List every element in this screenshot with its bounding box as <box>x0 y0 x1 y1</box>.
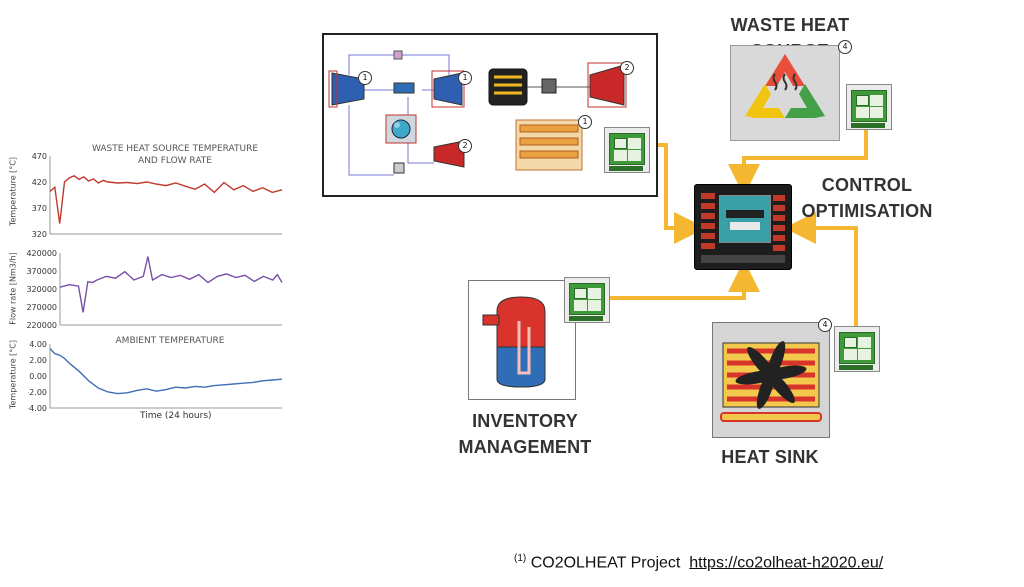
chart3-series-line <box>49 348 283 395</box>
heat-sink-box <box>712 322 830 438</box>
process-plc-icon <box>604 127 650 173</box>
chart3-xlabel: Time (24 hours) <box>140 411 212 421</box>
chart1-title-line2: AND FLOW RATE <box>138 156 212 166</box>
chart2-ytick: 370000 <box>26 267 57 276</box>
storage-tank-icon <box>482 296 546 388</box>
chart2-ytick: 270000 <box>26 303 57 312</box>
inventory-box <box>468 280 576 400</box>
badge-turbine: 2 <box>620 61 634 75</box>
badge-compressor-1: 1 <box>358 71 372 85</box>
inventory-plc-icon <box>564 277 610 323</box>
chart3-ytick: 0.00 <box>29 372 47 381</box>
heat-sink-plc-icon <box>834 326 880 372</box>
chart1-ytick: 420 <box>32 178 47 187</box>
chart3-title: AMBIENT TEMPERATURE <box>115 336 225 346</box>
footnote-marker: (1) <box>514 553 527 564</box>
chart2-ytick: 320000 <box>26 285 57 294</box>
control-panel-device <box>694 184 792 270</box>
chart1-ytick: 370 <box>32 204 47 213</box>
chart1-series-line <box>49 175 283 224</box>
footnote-link[interactable]: https://co2olheat-h2020.eu/ <box>689 554 884 572</box>
footnote-project: CO2OLHEAT Project <box>530 554 681 572</box>
waste-heat-source-box <box>730 45 840 141</box>
control-label-line1: CONTROL <box>821 175 913 195</box>
chart2-plot: 420000 370000 320000 270000 220000 <box>26 249 283 330</box>
inventory-label-line1: INVENTORY <box>472 411 578 431</box>
chart2-axis <box>59 253 282 326</box>
inventory-label-line2: MANAGEMENT <box>458 437 592 457</box>
chart1-plot: 470 420 370 320 <box>32 152 283 239</box>
chart1-axis <box>49 156 282 235</box>
recycle-icon <box>745 54 825 118</box>
arrow-from-waste-heat <box>728 128 868 196</box>
process-diagram: 1 1 2 2 1 <box>322 33 658 197</box>
chart1-ytick: 470 <box>32 152 47 161</box>
chart2-series-line <box>59 256 283 313</box>
chart1-title-line1: WASTE HEAT SOURCE TEMPERATURE <box>91 144 259 154</box>
chart1-title: WASTE HEAT SOURCE TEMPERATURE AND FLOW R… <box>70 143 280 167</box>
control-screen <box>719 195 771 243</box>
control-label: CONTROL OPTIMISATION <box>792 172 942 224</box>
footnote: (1) CO2OLHEAT Project https://co2olheat-… <box>514 553 883 572</box>
control-label-line2: OPTIMISATION <box>801 201 933 221</box>
heat-sink-fan-icon <box>720 341 822 422</box>
chart3-ytick: -4.00 <box>28 404 47 413</box>
chart2-ytick: 220000 <box>26 321 57 330</box>
chart2-ytick: 420000 <box>26 249 57 258</box>
inventory-label: INVENTORY MANAGEMENT <box>440 408 610 460</box>
chart1-ytick: 320 <box>32 230 47 239</box>
chart3-axis <box>49 344 282 409</box>
badge-heat-sink: 4 <box>818 318 832 332</box>
badge-compressor-2: 1 <box>458 71 472 85</box>
chart3-ytick: 4.00 <box>29 340 47 349</box>
chart3-ytick: -2.00 <box>28 388 47 397</box>
chart3-ytick: 2.00 <box>29 356 47 365</box>
process-schematic <box>328 50 627 176</box>
badge-waste-heat: 4 <box>838 40 852 54</box>
badge-turbine-small: 2 <box>458 139 472 153</box>
chart3-plot: 4.00 2.00 0.00 -2.00 -4.00 <box>28 340 283 413</box>
badge-exchanger: 1 <box>578 115 592 129</box>
heat-sink-label: HEAT SINK <box>721 447 819 467</box>
arrow-from-heat-sink <box>784 212 858 328</box>
waste-heat-plc-icon <box>846 84 892 130</box>
arrow-from-inventory <box>608 260 760 300</box>
